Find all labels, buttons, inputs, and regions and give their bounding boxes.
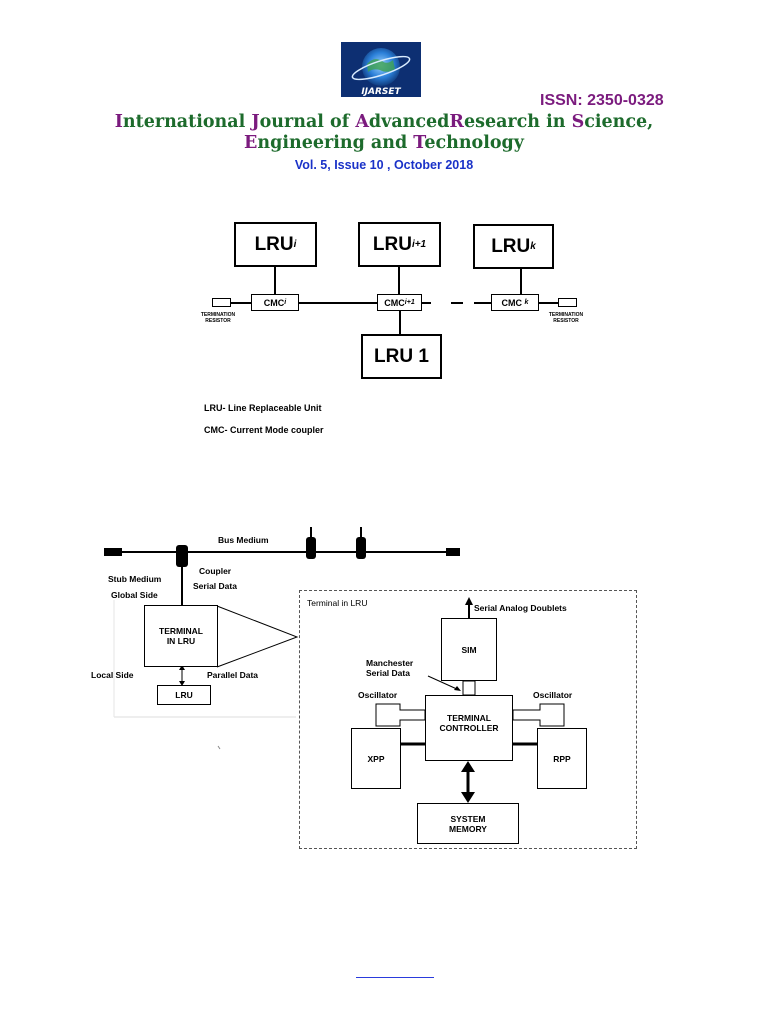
system-memory-box: SYSTEM MEMORY: [417, 803, 519, 844]
termination-resistor-right: [558, 298, 577, 307]
serial-data-label: Serial Data: [193, 581, 237, 591]
global-side-label: Global Side: [111, 590, 158, 600]
coupler-label: Coupler: [199, 566, 232, 576]
panel-title: Terminal in LRU: [307, 598, 368, 608]
sim-box: SIM: [441, 618, 497, 681]
manchester-label: Manchester Serial Data: [366, 658, 414, 678]
cmc-k-box: CMC k: [491, 294, 539, 311]
bus-dash: [451, 302, 463, 304]
oscillator-left-label: Oscillator: [358, 690, 398, 700]
logo-text: IJARSET: [361, 87, 401, 97]
stub-medium-label: Stub Medium: [108, 574, 162, 584]
legend-lru: LRU- Line Replaceable Unit: [204, 403, 322, 413]
terminal-in-lru-box: TERMINAL IN LRU: [144, 605, 218, 667]
local-side-label: Local Side: [91, 670, 134, 680]
bus-medium-label: Bus Medium: [218, 535, 269, 545]
termination-label-left: TERMINATION RESISTOR: [200, 312, 236, 324]
volume-issue: Vol. 5, Issue 10 , October 2018: [294, 158, 474, 172]
bus-line: [231, 302, 431, 304]
connector: [520, 268, 522, 294]
serial-analog-label: Serial Analog Doublets: [474, 603, 567, 613]
terminal-in-lru-panel: [299, 590, 637, 849]
xpp-box: XPP: [351, 728, 401, 789]
parallel-data-label: Parallel Data: [207, 670, 259, 680]
connector: [274, 265, 276, 294]
journal-logo: IJARSET: [341, 42, 421, 97]
terminal-controller-box: TERMINAL CONTROLLER: [425, 695, 513, 761]
connector: [398, 265, 400, 294]
connector: [399, 311, 401, 335]
lru-small-box: LRU: [157, 685, 211, 705]
footer-link-underline[interactable]: [356, 977, 434, 978]
lru-1-box: LRU 1: [361, 334, 442, 379]
termination-resistor-left: [212, 298, 231, 307]
termination-label-right: TERMINATION RESISTOR: [548, 312, 584, 324]
rpp-box: RPP: [537, 728, 587, 789]
issn-label: ISSN: 2350-0328: [540, 92, 664, 109]
journal-title-line1: International Journal of AdvancedResearc…: [114, 112, 654, 132]
journal-title-line2: Engineering and Technology: [244, 133, 524, 153]
oscillator-right-label: Oscillator: [533, 690, 573, 700]
legend-cmc: CMC- Current Mode coupler: [204, 425, 324, 435]
